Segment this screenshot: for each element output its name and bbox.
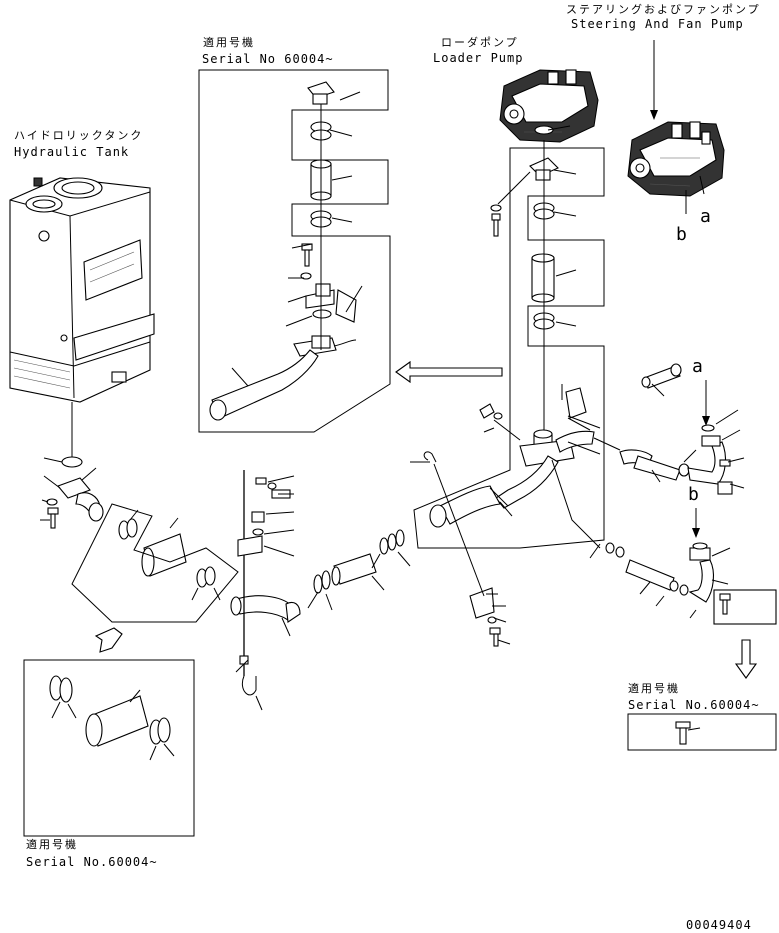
marker-b-right: b: [688, 484, 700, 505]
middle-pipes: [230, 529, 405, 623]
hydraulic-tank-label-jp: ハイドロリックタンク: [14, 129, 143, 142]
left-flange-elbow: [46, 456, 216, 588]
center-bolts: [479, 403, 503, 433]
loader-pump-label-jp: ローダポンプ: [441, 35, 519, 49]
right-upper-pipe: [619, 363, 733, 495]
marker-a-pump: a: [700, 206, 712, 227]
serial-top-label-en: Serial No 60004~: [202, 52, 334, 66]
serial-left-label-jp: 適用号機: [26, 837, 78, 851]
serial-top-frame: [198, 69, 391, 433]
steering-pump-arrowhead: [650, 110, 658, 120]
loader-pump-label-en: Loader Pump: [433, 51, 523, 65]
serial-left-frame: [23, 659, 195, 837]
steering-pump-label-en: Steering And Fan Pump: [571, 17, 744, 31]
doc-number: 00049404: [686, 918, 752, 932]
serial-right-label-en: Serial No.60004~: [628, 698, 760, 712]
loader-chain-parts: [490, 125, 559, 330]
serial-right-frame: [627, 713, 777, 751]
hydraulic-tank-label-en: Hydraulic Tank: [14, 145, 129, 159]
hydraulic-tank: [9, 177, 155, 403]
serial-top-label-jp: 適用号機: [203, 35, 255, 49]
serial-left-parts: [49, 675, 171, 747]
center-tee-assembly: [429, 387, 601, 528]
serial-top-parts: [209, 81, 357, 421]
serial-right-pointer-arrow: [734, 639, 758, 679]
right-lower-pipe: [605, 542, 777, 625]
marker-a-right: a: [692, 356, 704, 377]
vertical-bracket: [237, 470, 291, 696]
steering-pump-label-jp: ステアリングおよびファンポンプ: [566, 2, 761, 16]
serial-right-bolt: [675, 721, 691, 745]
left-serial-bracket: [71, 503, 239, 623]
serial-top-pointer-arrow: [395, 360, 503, 384]
loader-chain-frame: [413, 147, 605, 549]
marker-b-pump: b: [676, 224, 688, 245]
steering-fan-pump: [627, 121, 725, 197]
serial-right-label-jp: 適用号機: [628, 681, 680, 695]
loader-pump: [499, 69, 599, 143]
serial-left-pointer-arrow: [94, 627, 123, 653]
center-bracket: [423, 451, 501, 647]
serial-left-label-en: Serial No.60004~: [26, 855, 158, 869]
